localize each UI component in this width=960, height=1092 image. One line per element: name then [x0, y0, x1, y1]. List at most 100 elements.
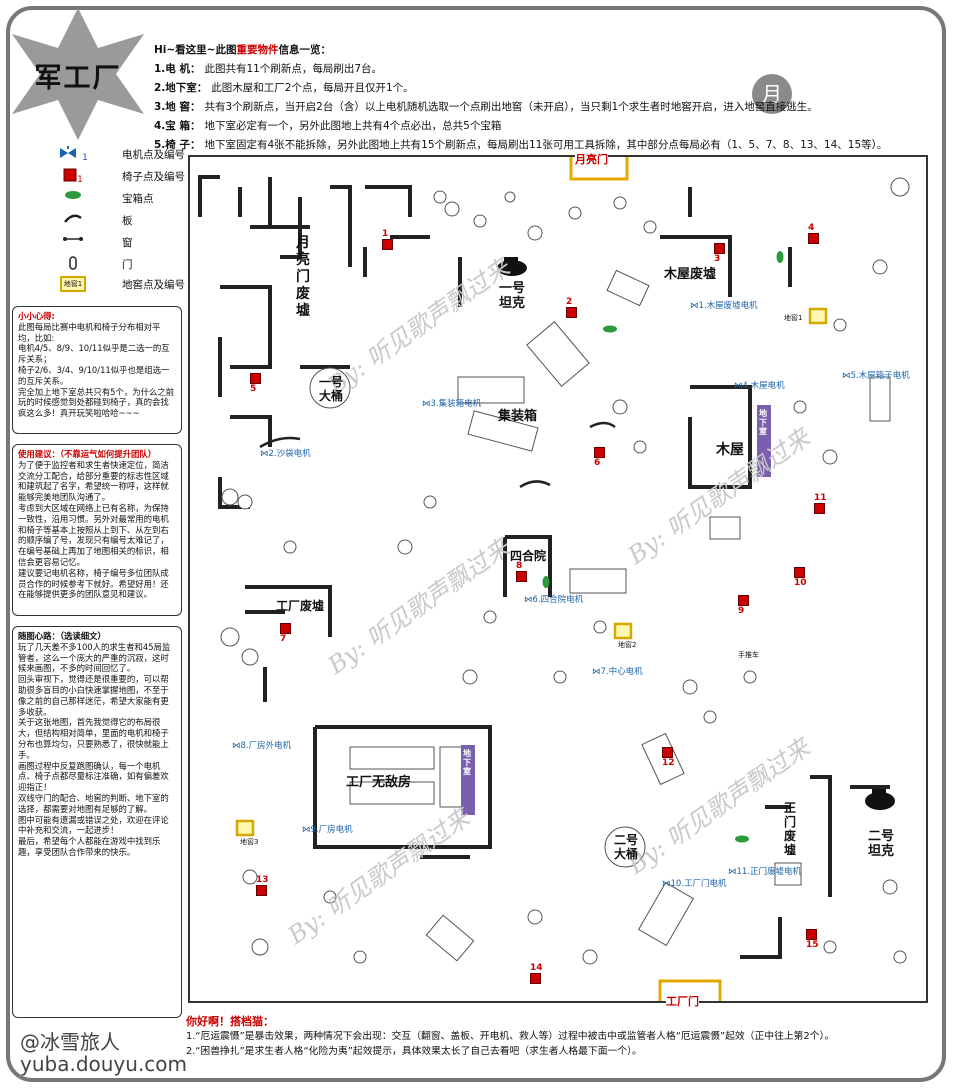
- legend-num: 地窖1: [59, 276, 87, 292]
- generator-icon: ⋈: [690, 301, 699, 311]
- area-tank-one: 一号坦克: [499, 281, 526, 311]
- map-area[interactable]: By: 听见歌声飘过来 By: 听见歌声飘过来 By: 听见歌声飘过来 By: …: [188, 151, 928, 1009]
- generator-label: 11.正门废墟电机: [736, 867, 802, 877]
- area-tank-two: 二号坦克: [867, 829, 894, 859]
- generator-9[interactable]: ⋈9.厂房电机: [302, 823, 353, 835]
- legend-num: 1: [82, 153, 88, 163]
- info-item-label: 5.椅 子：: [154, 139, 201, 151]
- area-basement-cabin: 地下室: [759, 408, 767, 436]
- info-item-label: 2.地下室：: [154, 82, 208, 94]
- board-icon: [58, 212, 88, 227]
- chair-9[interactable]: 9: [738, 595, 749, 616]
- story-line: 画图过程中反复跑图确认，每一个电机点、椅子点都尽量标注准确，如有偏差欢迎指正！: [18, 760, 169, 793]
- legend-text: 电机点及编号: [122, 149, 185, 161]
- chair-7[interactable]: 7: [280, 623, 291, 644]
- chair-icon: 1: [58, 168, 88, 185]
- moon-badge: 月: [752, 74, 792, 114]
- generator-icon: ⋈: [734, 381, 743, 391]
- tips-heading: 小小心得:: [18, 311, 55, 321]
- info-item-label: 3.地 窖：: [154, 101, 201, 113]
- chair-icon: [250, 373, 261, 384]
- chair-13[interactable]: 13: [256, 875, 269, 896]
- generator-1[interactable]: ⋈1.木屋废墟电机: [690, 299, 758, 311]
- bottom-notes: 你好啊！搭档猫： 1.“厄运震慑”是暴击效果，两种情况下会出现：交互（翻窗、盖板…: [186, 1014, 926, 1059]
- legend-row-board: 板: [18, 212, 178, 228]
- chair-8[interactable]: 8: [516, 561, 527, 582]
- generator-icon: ⋈: [592, 667, 601, 677]
- chair-num: 2: [566, 297, 573, 307]
- info-item-text: 此图木屋和工厂2个点，每局开且仅开1个。: [211, 82, 414, 94]
- hatch-3[interactable]: 地窖3: [240, 838, 259, 846]
- chair-icon: [794, 567, 805, 578]
- generator-label: 7.中心电机: [600, 667, 643, 677]
- usage-line: 为了便于监控者和求生者快速定位，简洁交流分工配合，给部分重要的标志性区域和建筑起…: [18, 459, 169, 503]
- chair-3[interactable]: 3: [714, 243, 725, 264]
- tips-line: 此图每局比赛中电机和椅子分布相对平均，比如:: [18, 321, 161, 343]
- legend-text: 宝箱点: [122, 193, 154, 205]
- tips-panel: 小小心得: 此图每局比赛中电机和椅子分布相对平均，比如: 电机4/5、8/9、1…: [12, 306, 182, 434]
- chair-num: 1: [382, 229, 389, 239]
- chair-12[interactable]: 12: [662, 747, 675, 768]
- info-title-highlight: 重要物件: [236, 44, 279, 56]
- generator-label: 8.厂房外电机: [240, 741, 292, 751]
- chair-1[interactable]: 1: [382, 229, 393, 250]
- chair-11[interactable]: 11: [814, 493, 827, 514]
- chair-icon: [806, 929, 817, 940]
- generator-3[interactable]: ⋈3.集装箱电机: [422, 397, 481, 409]
- generator-2[interactable]: ⋈2.沙袋电机: [260, 447, 311, 459]
- story-panel: 随图心路：（选读细文） 玩了几天差不多100人的求生者和45局监管者，这么一个庞…: [12, 626, 182, 1018]
- chair-14[interactable]: 14: [530, 963, 543, 984]
- hatch-1[interactable]: 地窖1: [784, 314, 803, 322]
- chair-icon: [814, 503, 825, 514]
- chair-num: 11: [814, 493, 827, 503]
- info-item: 2.地下室：此图木屋和工厂2个点，每局开且仅开1个。: [154, 82, 934, 95]
- story-line: 双线守门的配合、地窖的判断、地下室的选择，都需要对地图有足够的了解。: [18, 792, 169, 814]
- generator-8[interactable]: ⋈8.厂房外电机: [232, 739, 291, 751]
- chair-10[interactable]: 10: [794, 567, 807, 588]
- legend: 1 电机点及编号 1 椅子点及编号 宝箱点 板 窗 门 地窖1 地窖点及编号: [18, 146, 185, 296]
- area-front-ruins: 正门废墟: [784, 801, 797, 857]
- chair-2[interactable]: 2: [566, 297, 577, 318]
- area-container: 集装箱: [498, 409, 538, 424]
- generator-label: 3.集装箱电机: [430, 399, 482, 409]
- chair-num: 13: [256, 875, 269, 885]
- chair-icon: [662, 747, 673, 758]
- hatch-2[interactable]: 地窖2: [618, 641, 637, 649]
- chair-icon: [808, 233, 819, 244]
- bottom-line: 2.“困兽挣扎”是求生者人格“化险为夷”起效提示，具体效果太长了自己去看吧（求生…: [186, 1046, 642, 1057]
- generator-label: 5.木屋箱子电机: [850, 371, 910, 381]
- generator-7[interactable]: ⋈7.中心电机: [592, 665, 643, 677]
- generator-4[interactable]: ⋈4.木屋电机: [734, 379, 785, 391]
- corner-watermark-site: yuba.douyu.com: [20, 1052, 188, 1076]
- chair-15[interactable]: 15: [806, 929, 819, 950]
- chair-icon: [256, 885, 267, 896]
- legend-row-hatch: 地窖1 地窖点及编号: [18, 276, 185, 292]
- generator-label: 2.沙袋电机: [268, 449, 311, 459]
- tips-line: 完全加上地下室总共只有5个，为什么之前玩的时候感觉到处都碰到椅子，真的会找疯这么…: [18, 386, 175, 419]
- chair-num: 8: [516, 561, 523, 571]
- generator-label: 4.木屋电机: [742, 381, 785, 391]
- gate-factory[interactable]: 工厂门: [666, 993, 699, 1009]
- generator-icon: ⋈: [232, 741, 241, 751]
- story-line: 回头审视下，觉得还是很重要的，可以帮助很多盲目的小白快速掌握地图，不至于像之前的…: [18, 674, 169, 717]
- gate-moon[interactable]: 月亮门: [575, 151, 608, 167]
- bottom-line: 1.“厄运震慑”是暴击效果，两种情况下会出现：交互（翻窗、盖板、开电机、救人等）…: [186, 1031, 835, 1042]
- area-barrel-two: 二号大桶: [613, 833, 638, 861]
- hatch-icon: 地窖1: [58, 276, 88, 292]
- legend-text: 窗: [122, 237, 133, 249]
- generator-11[interactable]: ⋈11.正门废墟电机: [728, 865, 801, 877]
- generator-5[interactable]: ⋈5.木屋箱子电机: [842, 369, 910, 381]
- chair-num: 15: [806, 940, 819, 950]
- chair-4[interactable]: 4: [808, 223, 819, 244]
- story-line: 最后，希望每个人都能在游戏中找到乐趣，享受团队合作带来的快乐。: [18, 836, 161, 857]
- generator-10[interactable]: ⋈10.工厂门电机: [662, 877, 727, 889]
- chair-icon: [382, 239, 393, 250]
- chair-num: 5: [250, 384, 257, 394]
- area-factory-house: 工厂无敌房: [346, 775, 412, 790]
- area-barrel-one: 一号大桶: [318, 375, 343, 403]
- chair-6[interactable]: 6: [594, 447, 605, 468]
- generator-label: 6.四合院电机: [532, 595, 584, 605]
- generator-6[interactable]: ⋈6.四合院电机: [524, 593, 583, 605]
- generator-icon: ⋈: [728, 867, 737, 877]
- chair-5[interactable]: 5: [250, 373, 261, 394]
